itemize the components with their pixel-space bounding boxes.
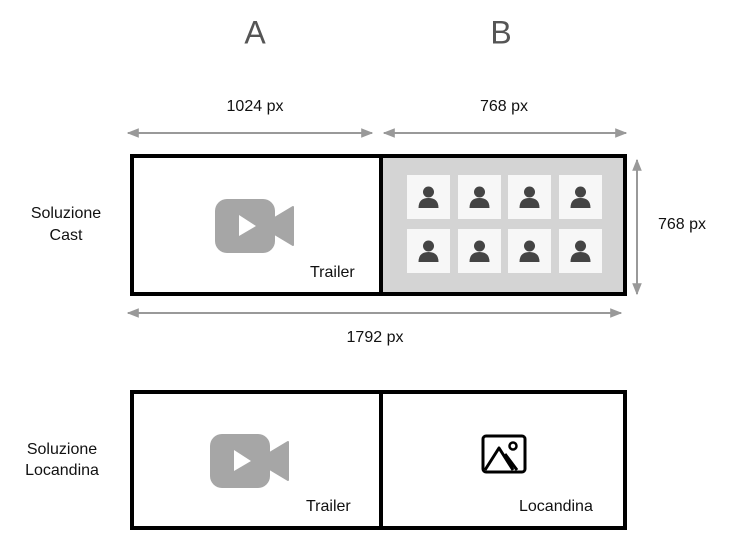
cast-member-tile xyxy=(458,175,501,219)
width-a-label: 1024 px xyxy=(226,98,284,115)
trailer-label: Trailer xyxy=(310,264,355,281)
height-label: 768 px xyxy=(657,216,707,233)
locandina-label: Locandina xyxy=(519,498,593,515)
person-icon xyxy=(418,240,439,262)
person-icon xyxy=(570,240,591,262)
person-icon xyxy=(469,240,490,262)
trailer-label: Trailer xyxy=(306,498,351,515)
cast-member-tile xyxy=(559,175,602,219)
person-icon xyxy=(519,186,540,208)
cast-member-tile xyxy=(508,229,551,273)
cast-member-tile xyxy=(458,229,501,273)
cast-member-tile xyxy=(407,229,450,273)
width-b-label: 768 px xyxy=(479,98,529,115)
trailer-cell: Trailer xyxy=(134,158,379,292)
image-icon xyxy=(481,434,527,474)
locandina-cell: Locandina xyxy=(379,394,623,526)
locandina-solution-frame: Trailer Locandina xyxy=(130,390,627,530)
column-b-heading: B xyxy=(490,14,512,51)
person-icon xyxy=(519,240,540,262)
row-cast-label-1: Soluzione xyxy=(30,205,102,222)
total-width-label: 1792 px xyxy=(346,329,404,346)
video-camera-icon xyxy=(210,434,289,488)
row-locandina-label-1: Soluzione xyxy=(26,441,98,458)
person-icon xyxy=(469,186,490,208)
row-cast-label-2: Cast xyxy=(49,227,83,244)
trailer-cell: Trailer xyxy=(134,394,379,526)
person-icon xyxy=(418,186,439,208)
row-locandina-label-2: Locandina xyxy=(25,462,99,479)
cast-cell xyxy=(379,158,623,292)
cast-member-tile xyxy=(559,229,602,273)
video-camera-icon xyxy=(215,199,294,253)
person-icon xyxy=(570,186,591,208)
cast-member-tile xyxy=(407,175,450,219)
cast-solution-frame: Trailer xyxy=(130,154,627,296)
cast-member-tile xyxy=(508,175,551,219)
column-a-heading: A xyxy=(244,14,266,51)
